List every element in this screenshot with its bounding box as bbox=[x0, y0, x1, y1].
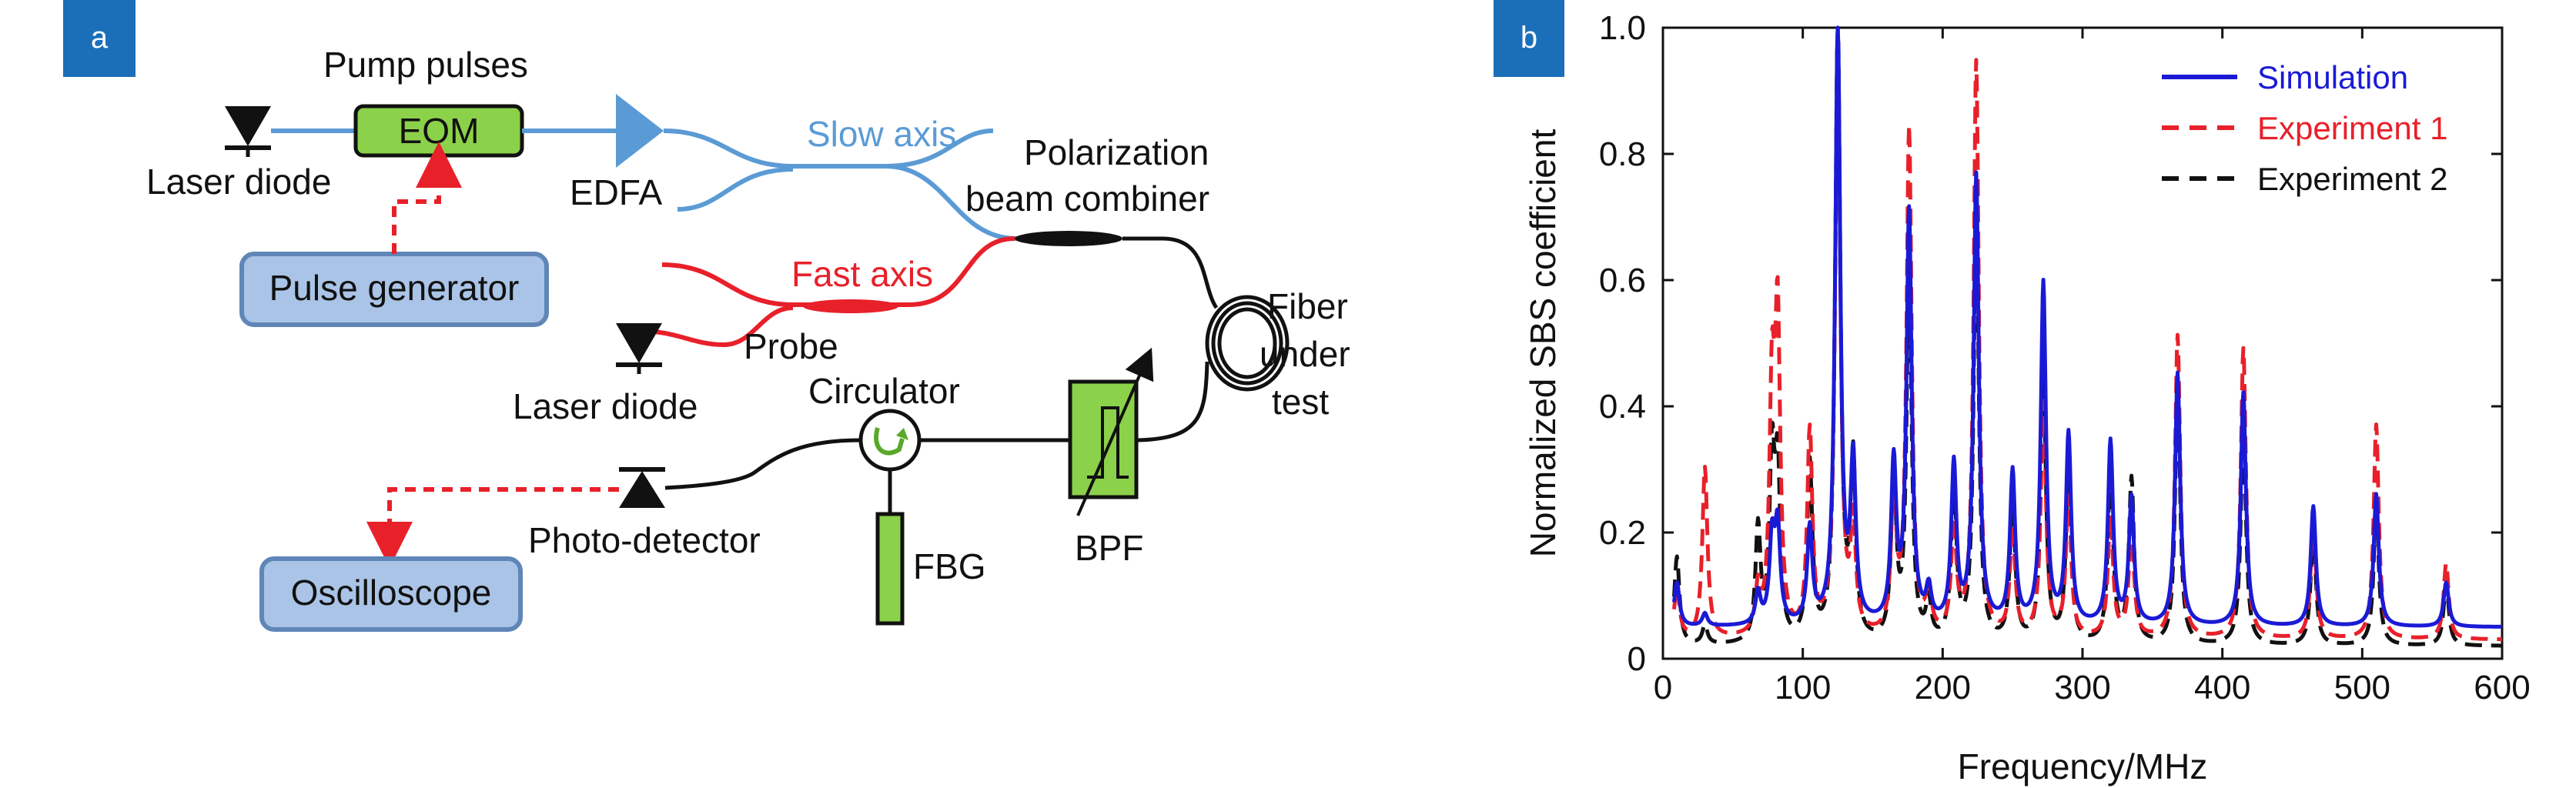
test-label: test bbox=[1272, 382, 1329, 422]
sbs-chart: 0 100 200 300 400 500 600 0 0.2 0.4 0.6 0.8 1.0 Freq… bbox=[1523, 9, 2531, 786]
fbg-label: FBG bbox=[913, 546, 986, 586]
laser-diode-top-label: Laser diode bbox=[146, 162, 331, 202]
legend-label: Experiment 2 bbox=[2257, 161, 2447, 197]
x-tick-label: 100 bbox=[1775, 669, 1831, 706]
probe-label: Probe bbox=[744, 326, 838, 366]
photo-detector-label: Photo-detector bbox=[528, 520, 761, 560]
x-axis-title: Frequency/MHz bbox=[1958, 746, 2208, 786]
fiber-coil-bpf bbox=[1137, 361, 1209, 442]
y-tick-label: 0.6 bbox=[1599, 262, 1646, 299]
laser-diode-icon bbox=[616, 323, 662, 374]
oscilloscope-box bbox=[259, 556, 523, 632]
edfa-label: EDFA bbox=[570, 172, 662, 212]
x-tick-label: 500 bbox=[2334, 669, 2390, 706]
series-line-experiment-1 bbox=[1672, 28, 2504, 642]
y-tick-label: 1.0 bbox=[1599, 9, 1646, 47]
circulator-label: Circulator bbox=[808, 371, 960, 411]
x-tick-label: 400 bbox=[2194, 669, 2250, 706]
x-tick-label: 0 bbox=[1654, 669, 1672, 706]
fbg-icon bbox=[875, 512, 905, 626]
bpf-label: BPF bbox=[1075, 528, 1143, 568]
oscilloscope-label: Oscilloscope bbox=[291, 573, 492, 613]
panel-b-tag-bg bbox=[1494, 0, 1564, 77]
photodetector-icon bbox=[619, 467, 665, 508]
fiber-pbc-coil bbox=[1122, 236, 1219, 309]
amplifier-icon bbox=[616, 94, 664, 168]
x-tick-label: 200 bbox=[1915, 669, 1971, 706]
under-label: under bbox=[1260, 334, 1350, 374]
fast-axis-fiber bbox=[661, 236, 1015, 307]
y-tick-label: 0.2 bbox=[1599, 514, 1646, 552]
y-tick-label: 0 bbox=[1628, 640, 1646, 678]
circulator-icon bbox=[858, 409, 922, 472]
pbc-icon bbox=[1015, 231, 1122, 246]
y-axis-title: Normalized SBS coefficient bbox=[1523, 129, 1563, 558]
panel-b: b 0 100 200 300 400 500 600 0 0.2 0.4 0.6 0.8 1.0 Fr… bbox=[1494, 0, 2531, 786]
panel-a-tag: a bbox=[91, 21, 109, 55]
panel-a-tag-bg bbox=[63, 0, 135, 77]
trigger-line-eom bbox=[392, 142, 462, 254]
fiber-label: Fiber bbox=[1267, 286, 1348, 326]
fiber-circulator-pd bbox=[664, 438, 861, 490]
laser-diode-icon bbox=[225, 106, 271, 157]
slow-axis-to-pbc bbox=[885, 164, 1017, 241]
fast-axis-coupler bbox=[803, 299, 898, 313]
tick-layer: 0 100 200 300 400 500 600 0 0.2 0.4 0.6 0.8 1.0 bbox=[1599, 9, 2531, 706]
series-line-experiment-2 bbox=[1672, 25, 2504, 648]
y-tick-label: 0.4 bbox=[1599, 388, 1646, 426]
series-line-simulation bbox=[1672, 25, 2504, 629]
panel-a: a Laser diode Pump pulses EOM EDFA Slow … bbox=[63, 0, 1350, 632]
pulse-generator-label: Pulse generator bbox=[269, 268, 520, 308]
slow-axis-fiber bbox=[663, 129, 994, 169]
legend-label: Experiment 1 bbox=[2257, 110, 2447, 146]
fiber-coil-icon bbox=[1205, 295, 1290, 392]
panel-b-tag: b bbox=[1521, 21, 1537, 55]
legend-label: Simulation bbox=[2257, 59, 2408, 95]
pump-pulses-label: Pump pulses bbox=[323, 45, 528, 85]
slow-axis-label: Slow axis bbox=[807, 114, 956, 154]
laser-diode-bottom-label: Laser diode bbox=[513, 386, 698, 426]
x-tick-label: 300 bbox=[2054, 669, 2110, 706]
x-tick-label: 600 bbox=[2474, 669, 2530, 706]
fast-axis-fiber-lower bbox=[723, 306, 794, 347]
y-tick-label: 0.8 bbox=[1599, 135, 1646, 173]
signal-line-oscilloscope bbox=[366, 487, 619, 568]
bandpass-filter-icon bbox=[1068, 347, 1154, 516]
eom-label: EOM bbox=[399, 111, 480, 151]
slow-axis-fiber-lower bbox=[677, 167, 794, 212]
beam-combiner-label: beam combiner bbox=[965, 179, 1209, 219]
polarization-label: Polarization bbox=[1024, 132, 1209, 172]
fast-axis-label: Fast axis bbox=[791, 254, 933, 294]
series-layer bbox=[1672, 25, 2504, 648]
